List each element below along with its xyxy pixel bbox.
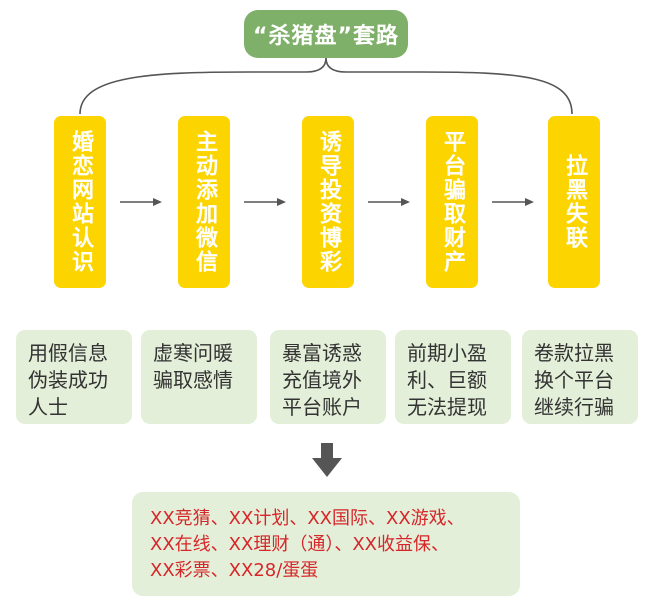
step-label: 主动添加微信 xyxy=(192,130,217,274)
step-arrow-3 xyxy=(368,198,410,206)
platform-names-line: XX竞猜、XX计划、XX国际、XX游戏、 xyxy=(150,508,465,529)
step-label: 婚恋网站认识 xyxy=(68,130,93,274)
step-box-2: 主动添加微信 xyxy=(178,116,230,288)
step-arrow-2 xyxy=(244,198,286,206)
platform-names-box: XX竞猜、XX计划、XX国际、XX游戏、 XX在线、XX理财（通）、XX收益保、… xyxy=(132,492,520,596)
down-arrow-icon xyxy=(312,443,342,477)
platform-names-line: XX在线、XX理财（通）、XX收益保、 xyxy=(150,534,449,555)
diagram-title: “杀猪盘”套路 xyxy=(244,10,408,58)
step-label: 拉黑失联 xyxy=(562,154,587,250)
step-arrow-1 xyxy=(120,198,162,206)
step-arrow-4 xyxy=(492,198,534,206)
step-desc-3: 暴富诱惑充值境外平台账户 xyxy=(270,330,386,424)
step-desc-1: 用假信息伪装成功人士 xyxy=(16,330,132,424)
step-box-4: 平台骗取财产 xyxy=(426,116,478,288)
platform-names-line: XX彩票、XX28/蛋蛋 xyxy=(150,560,319,581)
step-desc-4: 前期小盈利、巨额无法提现 xyxy=(395,330,511,424)
step-box-3: 诱导投资博彩 xyxy=(302,116,354,288)
step-box-5: 拉黑失联 xyxy=(548,116,600,288)
brace-connector xyxy=(79,57,573,115)
step-label: 诱导投资博彩 xyxy=(316,130,341,274)
step-desc-5: 卷款拉黑换个平台继续行骗 xyxy=(522,330,638,424)
step-box-1: 婚恋网站认识 xyxy=(54,116,106,288)
step-desc-2: 虚寒问暖骗取感情 xyxy=(141,330,257,424)
step-label: 平台骗取财产 xyxy=(440,130,465,274)
